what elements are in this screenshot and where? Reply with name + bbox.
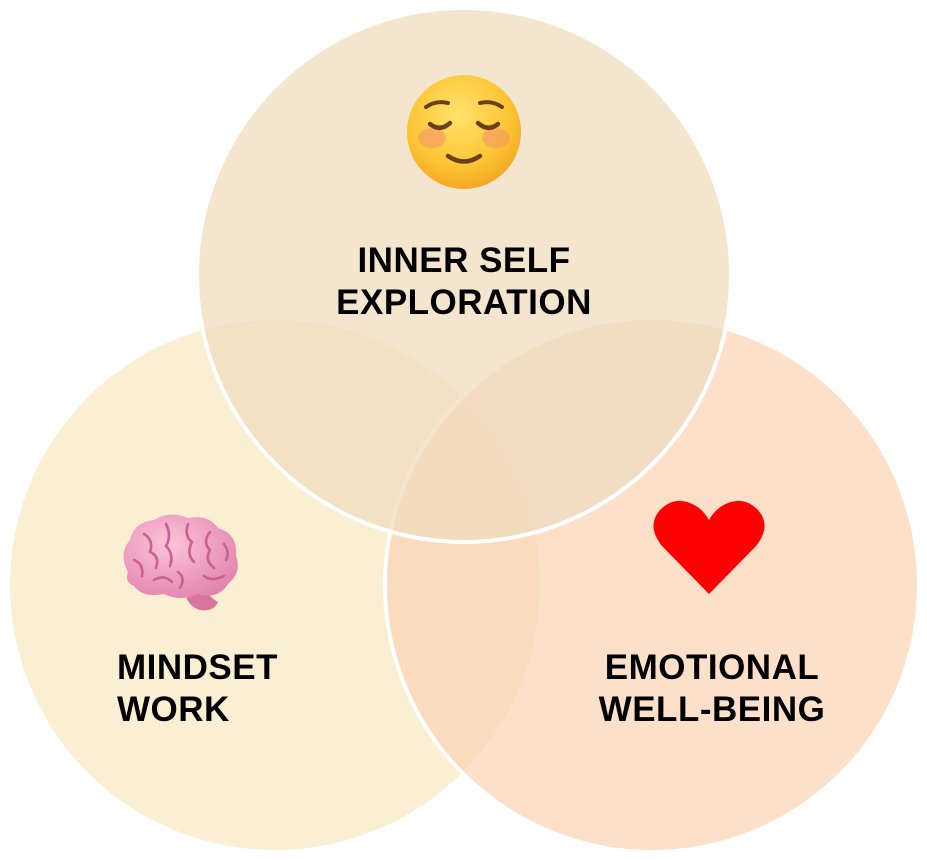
circle-inner-self-exploration <box>195 6 733 544</box>
label-line: WORK <box>117 690 230 729</box>
label-line: MINDSET <box>117 648 278 687</box>
label-mindset-work: MINDSET WORK <box>117 647 278 731</box>
left-cheek <box>418 128 446 148</box>
label-line: EXPLORATION <box>336 283 592 322</box>
relieved-smiling-face-icon <box>404 72 524 192</box>
brain-icon <box>114 510 244 615</box>
red-heart-icon <box>652 498 766 598</box>
label-emotional-well-being: EMOTIONAL WELL-BEING <box>599 647 826 731</box>
right-cheek <box>482 128 510 148</box>
label-inner-self-exploration: INNER SELF EXPLORATION <box>336 240 592 324</box>
label-line: WELL-BEING <box>598 690 826 729</box>
label-line: INNER SELF <box>357 241 571 280</box>
label-line: EMOTIONAL <box>604 648 820 687</box>
